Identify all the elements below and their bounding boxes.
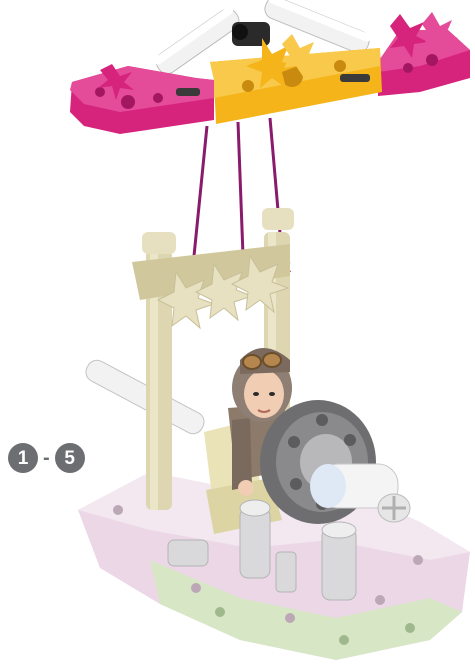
- magenta-connector-left: [70, 64, 214, 134]
- step-number-badge-start: 1: [8, 443, 38, 473]
- vehicle-assembly: [78, 208, 470, 660]
- white-rod-right: [262, 0, 372, 56]
- rod-tip-left: [176, 88, 200, 96]
- step-number-badge-end: 5: [55, 443, 85, 473]
- step-range-separator: -: [42, 447, 51, 470]
- step-range: 1 - 5: [8, 443, 85, 473]
- rod-tip-right: [340, 74, 370, 82]
- magenta-connector-right: [378, 12, 470, 96]
- top-connector-assembly: [70, 0, 470, 134]
- white-rod-base: [82, 357, 207, 437]
